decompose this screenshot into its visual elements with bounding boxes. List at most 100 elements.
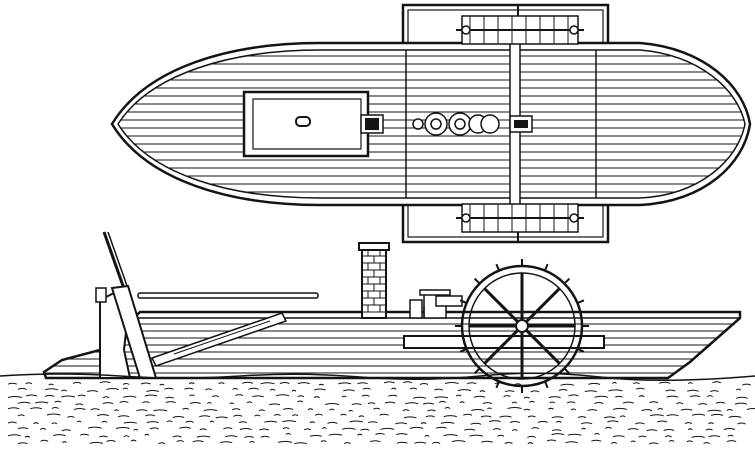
water-stroke — [499, 415, 512, 418]
water-stroke — [504, 390, 515, 393]
water-stroke — [235, 394, 244, 397]
rig-bearing — [461, 25, 471, 35]
water-stroke — [444, 407, 451, 409]
water-stroke — [588, 382, 601, 385]
water-stroke — [627, 428, 639, 431]
water-stroke — [666, 395, 679, 398]
water-stroke — [158, 442, 166, 445]
water-stroke — [17, 414, 25, 417]
water-stroke — [130, 439, 137, 442]
water-stroke — [705, 428, 713, 431]
chimney-bricks — [362, 249, 386, 313]
water-stroke — [165, 396, 175, 399]
water-stroke — [414, 441, 427, 444]
water-stroke — [658, 381, 671, 384]
wheel-paddle — [577, 299, 585, 304]
water-stroke — [282, 427, 290, 430]
water-stroke — [581, 427, 587, 430]
water-stroke — [113, 409, 119, 412]
water-stroke — [102, 402, 114, 405]
water-stroke — [259, 428, 269, 431]
water-stroke — [551, 416, 564, 419]
water-stroke — [106, 388, 119, 390]
water-stroke — [380, 427, 395, 430]
water-stroke — [409, 387, 418, 390]
water-stroke — [309, 434, 322, 437]
water-stroke — [511, 401, 518, 404]
water-stroke — [613, 407, 627, 410]
water-stroke — [244, 436, 254, 438]
water-stroke — [61, 395, 76, 398]
water-stroke — [233, 414, 243, 417]
water-stroke — [33, 422, 39, 425]
water-stroke — [165, 401, 176, 404]
water-stroke — [199, 428, 207, 431]
water-stroke — [242, 381, 254, 384]
water-stroke — [166, 420, 173, 423]
water-stroke — [212, 395, 220, 398]
water-stroke — [348, 409, 354, 412]
water-stroke — [638, 395, 645, 398]
water-stroke — [225, 435, 238, 438]
water-stroke — [707, 409, 722, 412]
water-stroke — [238, 421, 247, 424]
water-stroke — [687, 389, 699, 392]
water-stroke — [648, 442, 659, 445]
water-stroke — [384, 401, 396, 404]
water-stroke — [51, 407, 59, 409]
water-stroke — [676, 402, 684, 405]
water-stroke — [379, 413, 389, 416]
water-stroke — [252, 395, 264, 398]
water-stroke — [277, 440, 293, 443]
water-stroke — [727, 434, 734, 437]
water-stroke — [7, 396, 23, 398]
water-stroke — [285, 433, 291, 435]
wheel-paddle — [473, 367, 481, 375]
water-stroke — [159, 383, 165, 386]
water-stroke — [144, 394, 158, 397]
water-stroke — [424, 435, 430, 437]
water-stroke — [185, 420, 194, 423]
water-stroke — [551, 433, 565, 436]
water-stroke — [30, 407, 43, 410]
water-stroke — [388, 394, 398, 397]
water-stroke — [537, 420, 548, 423]
water-stroke — [443, 415, 457, 418]
water-stroke — [283, 408, 294, 410]
water-stroke — [264, 420, 278, 423]
paddle-rig-bottom — [456, 203, 584, 233]
water-stroke — [412, 396, 427, 399]
water-stroke — [580, 422, 593, 425]
water-stroke — [480, 415, 492, 418]
water-stroke — [172, 435, 182, 438]
water-stroke — [142, 401, 150, 404]
water-stroke — [294, 442, 308, 445]
water-stroke — [106, 440, 116, 442]
wheel-spoke — [483, 287, 519, 323]
wheel-paddle — [459, 348, 467, 353]
water-stroke — [90, 408, 100, 411]
water-stroke — [89, 441, 104, 444]
water-stroke — [548, 396, 561, 399]
water-stroke — [511, 429, 518, 432]
water-stroke — [75, 403, 84, 406]
connecting-rod-detail — [173, 320, 271, 355]
water-stroke — [140, 382, 151, 385]
water-stroke — [232, 388, 239, 390]
water-stroke — [497, 434, 505, 437]
water-stroke — [402, 409, 410, 412]
water-stroke — [728, 415, 742, 418]
water-stroke — [358, 415, 365, 418]
water-stroke — [594, 433, 600, 435]
water-stroke — [610, 442, 618, 444]
water-stroke — [123, 421, 137, 424]
water-stroke — [708, 435, 721, 438]
water-stroke — [611, 382, 617, 384]
water-stroke — [712, 381, 722, 384]
flywheel-right — [480, 114, 500, 134]
water-stroke — [635, 422, 645, 425]
water-stroke — [122, 387, 129, 390]
water-stroke — [144, 433, 150, 436]
water-stroke — [530, 390, 540, 393]
